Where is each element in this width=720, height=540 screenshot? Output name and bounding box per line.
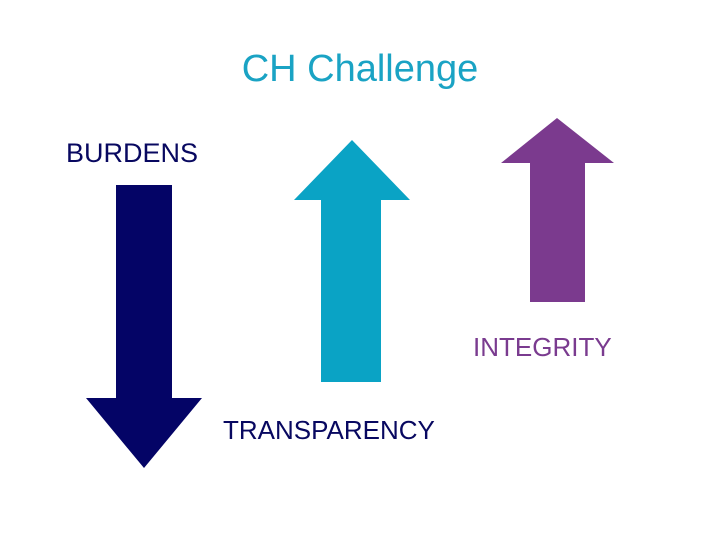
burdens-label: BURDENS	[66, 138, 199, 168]
transparency-label: TRANSPARENCY	[223, 415, 435, 445]
integrity-label: INTEGRITY	[473, 332, 612, 362]
slide-title: CH Challenge	[241, 48, 479, 90]
transparency-up-arrow	[294, 140, 410, 382]
integrity-up-arrow	[501, 118, 614, 302]
burdens-down-arrow	[86, 185, 202, 468]
